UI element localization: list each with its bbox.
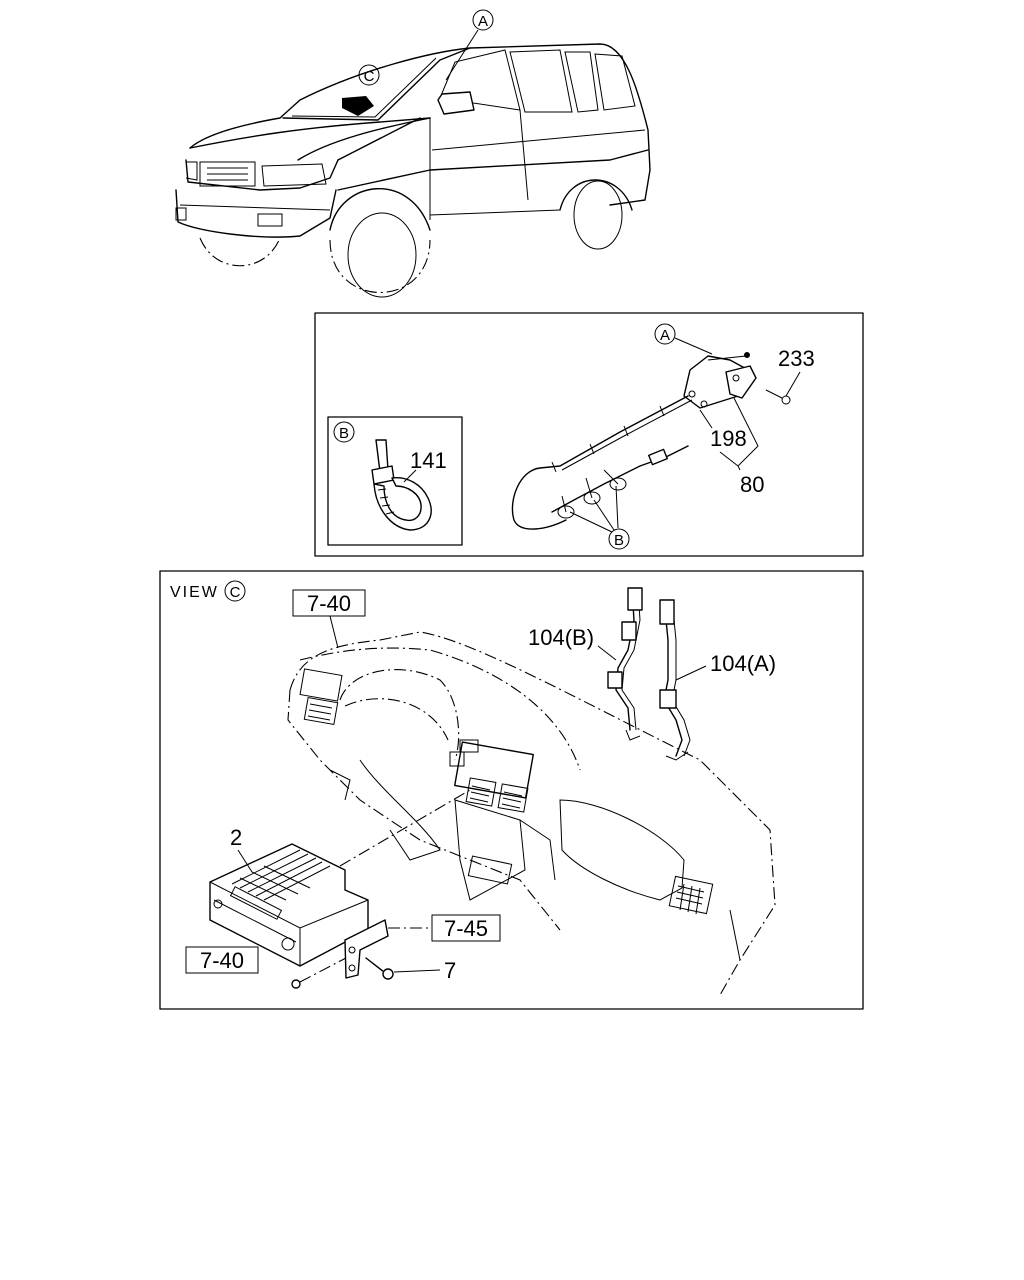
antenna-panel: B 141 233 bbox=[314, 312, 864, 557]
part-141-label: 141 bbox=[410, 448, 447, 473]
view-callout-c: C bbox=[230, 584, 241, 601]
ref-7-40-bottom: 7-40 bbox=[200, 948, 244, 973]
antenna-callout-a: A bbox=[660, 327, 670, 344]
view-c-panel: VIEW C 7-40 bbox=[159, 570, 864, 1010]
part-198-label: 198 bbox=[710, 426, 747, 451]
radio-unit bbox=[209, 843, 369, 967]
part-104a-label: 104(A) bbox=[710, 651, 776, 676]
part-80-label: 80 bbox=[740, 472, 764, 497]
ref-7-40-top: 7-40 bbox=[307, 591, 351, 616]
mounting-bracket bbox=[344, 919, 430, 979]
screw-bottom bbox=[291, 957, 347, 989]
svg-text:C: C bbox=[364, 68, 375, 85]
part-2-label: 2 bbox=[230, 825, 242, 850]
part-7-label: 7 bbox=[444, 958, 456, 983]
part-104b-label: 104(B) bbox=[528, 625, 594, 650]
car-callout-a: A bbox=[472, 9, 494, 31]
vehicle-illustration bbox=[175, 29, 651, 298]
svg-text:A: A bbox=[478, 13, 488, 30]
inset-b: B 141 bbox=[327, 416, 463, 546]
ref-7-45: 7-45 bbox=[444, 916, 488, 941]
harness-104a bbox=[659, 599, 691, 761]
harness-104b bbox=[607, 587, 643, 741]
view-label: VIEW bbox=[170, 584, 219, 601]
screw-7 bbox=[365, 957, 394, 980]
car-callout-c: C bbox=[358, 64, 380, 86]
instrument-panel bbox=[287, 631, 776, 996]
part-233-label: 233 bbox=[778, 346, 815, 371]
svg-text:B: B bbox=[339, 425, 349, 442]
antenna-callout-b: B bbox=[614, 532, 624, 549]
